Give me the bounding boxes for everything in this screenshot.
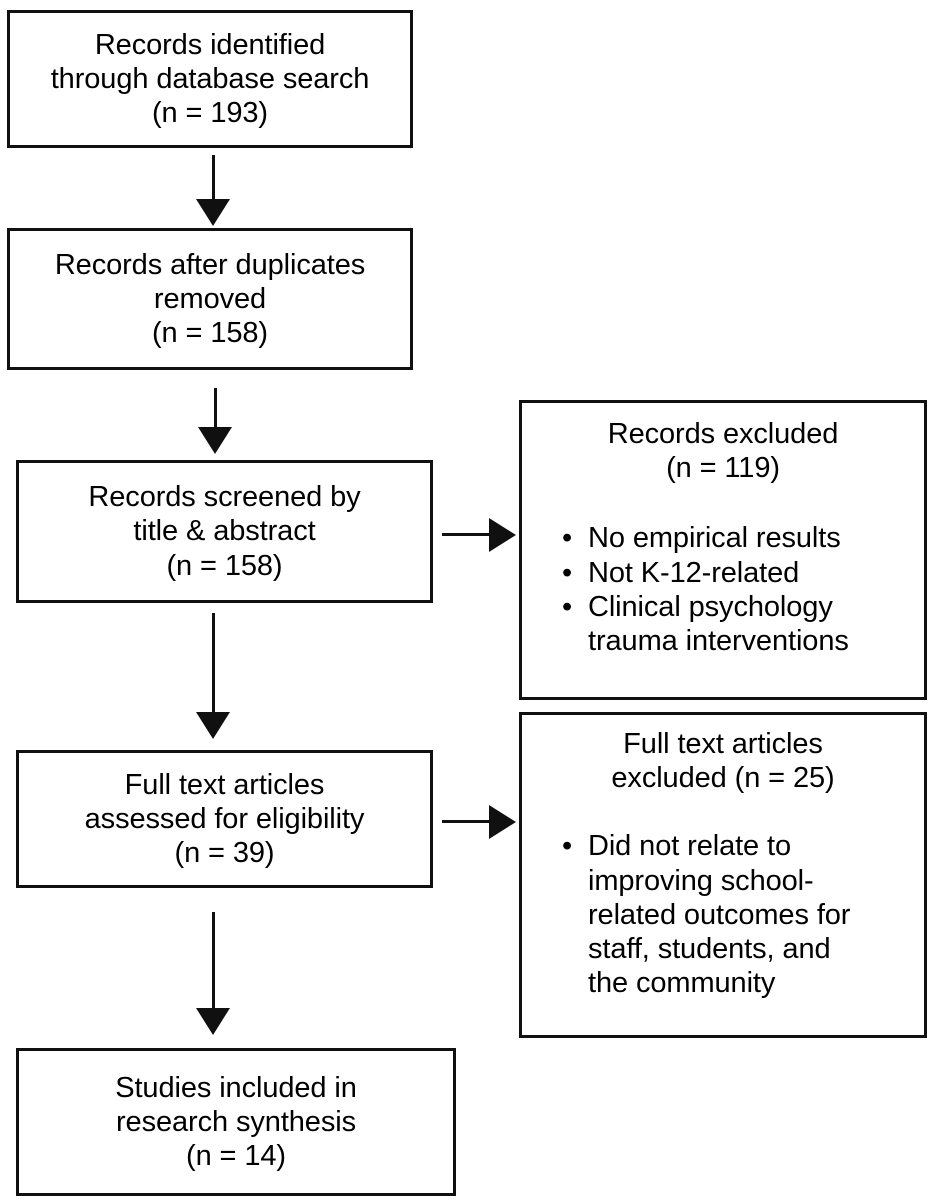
arrow-screened-to-records-excluded-line: [442, 533, 497, 536]
node-line: removed: [153, 282, 267, 315]
arrow-full-text-assessed-to-included-line: [212, 912, 215, 1017]
node-count: excluded (n = 25): [611, 762, 835, 795]
list-item-line: Not K-12-related: [588, 556, 800, 589]
node-studies-included: Studies included in research synthesis (…: [16, 1048, 456, 1196]
list-item-line: Did not relate to: [588, 830, 792, 863]
node-full-text-assessed: Full text articles assessed for eligibil…: [16, 750, 433, 888]
node-line: Studies included in: [115, 1071, 357, 1104]
node-full-text-excluded: Full text articles excluded (n = 25) • D…: [519, 712, 927, 1038]
records-excluded-bullet-list: • No empirical results • Not K-12-relate…: [522, 521, 924, 658]
node-records-excluded: Records excluded (n = 119) • No empirica…: [519, 400, 927, 700]
node-records-screened: Records screened by title & abstract (n …: [16, 460, 433, 603]
list-item: • No empirical results: [522, 521, 924, 555]
node-line: research synthesis: [116, 1105, 356, 1138]
node-count: (n = 119): [666, 452, 780, 485]
arrow-full-text-assessed-to-full-text-excluded-line: [442, 820, 497, 823]
node-line: through database search: [50, 62, 370, 95]
bullet-icon: •: [562, 590, 573, 623]
node-line: title & abstract: [133, 515, 316, 548]
bullet-icon: •: [562, 522, 573, 555]
node-records-after-duplicates: Records after duplicates removed (n = 15…: [7, 228, 413, 370]
list-item-line: No empirical results: [588, 522, 841, 555]
node-line: Records after duplicates: [54, 248, 366, 281]
list-item: • Clinical psychology trauma interventio…: [522, 590, 924, 658]
node-line: Records excluded: [607, 418, 839, 450]
node-line: Full text articles: [623, 728, 823, 760]
list-item-line: Clinical psychology: [588, 590, 833, 623]
arrow-full-text-assessed-to-included-head: [196, 1008, 230, 1035]
node-count: (n = 158): [166, 549, 283, 582]
arrow-identified-to-after-duplicates-head: [196, 199, 230, 226]
node-records-identified: Records identified through database sear…: [7, 10, 413, 148]
node-line: Full text articles: [124, 768, 325, 801]
arrow-screened-to-full-text-assessed-head: [196, 712, 230, 739]
arrow-identified-to-after-duplicates-line: [212, 155, 215, 210]
node-line: Records screened by: [88, 481, 361, 514]
node-count: (n = 39): [174, 837, 275, 870]
list-item: • Did not relate to improving school- re…: [522, 829, 924, 1000]
node-count: (n = 14): [186, 1140, 286, 1173]
list-item-line: improving school-: [588, 864, 814, 897]
node-count: (n = 158): [152, 317, 268, 350]
list-item: • Not K-12-related: [522, 556, 924, 590]
arrow-full-text-assessed-to-full-text-excluded-head: [489, 805, 516, 839]
full-text-excluded-bullet-list: • Did not relate to improving school- re…: [522, 829, 924, 1000]
list-item-line: trauma interventions: [588, 625, 849, 658]
list-item-line: the community: [588, 967, 776, 1000]
full-text-excluded-heading: Full text articles excluded (n = 25): [522, 727, 924, 795]
list-item-line: related outcomes for: [588, 898, 851, 931]
bullet-icon: •: [562, 830, 573, 863]
arrow-after-duplicates-to-screened-head: [198, 427, 232, 454]
node-line: assessed for eligibility: [84, 802, 365, 835]
arrow-screened-to-records-excluded-head: [489, 518, 516, 552]
node-count: (n = 193): [152, 97, 268, 130]
list-item-line: staff, students, and: [588, 933, 831, 966]
arrow-after-duplicates-to-screened-line: [214, 388, 217, 438]
records-excluded-heading: Records excluded (n = 119): [522, 417, 924, 485]
arrow-screened-to-full-text-assessed-line: [212, 613, 215, 723]
bullet-icon: •: [562, 556, 573, 589]
node-line: Records identified: [94, 28, 326, 61]
